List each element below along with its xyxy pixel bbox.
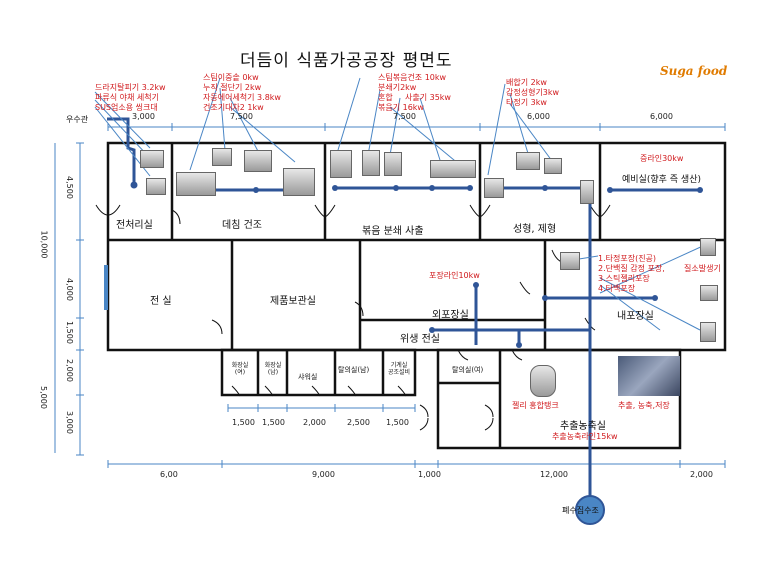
dim-bottom-3: 1,000	[418, 470, 441, 479]
room-front: 전 실	[150, 296, 172, 307]
dim-left-2: 4,000	[64, 278, 74, 301]
room-restroom-m: 화장실 (남)	[264, 362, 282, 376]
dryer-cart	[283, 168, 315, 196]
washer-machine	[146, 178, 166, 195]
dim-top-5: 6,000	[650, 112, 673, 121]
inner-eq-5: 질소발생기	[684, 264, 721, 273]
steam-kettle	[176, 172, 216, 196]
extract-eq-1: 젤리 홍합탱크	[512, 401, 559, 410]
extract-eq-3: 추출농축라인15kw	[552, 432, 618, 441]
blanch-eq-2: 누직 절단기 2kw	[203, 83, 262, 92]
dim-top-3: 7,500	[393, 112, 416, 121]
blanch-eq-3: 자동에어세척기 3.8kw	[203, 93, 281, 102]
dim-bottom-4: 12,000	[540, 470, 568, 479]
room-outer-pack: 외포장실	[432, 310, 469, 321]
page-title: 더듬이 식품가공공장 평면도	[240, 51, 453, 71]
dim-mid-5: 1,500	[386, 418, 409, 427]
wastewater-tank	[575, 495, 605, 525]
room-machine: 기계실 공조설비	[387, 362, 411, 376]
prep-machine	[580, 180, 594, 204]
dim-bottom-2: 9,000	[312, 470, 335, 479]
air-washer	[244, 150, 272, 172]
forming-eq-3: 타정기 3kw	[506, 98, 547, 107]
room-blanch-dry: 데침 건조	[222, 220, 262, 231]
extract-eq-2: 추출, 농축,저장	[618, 401, 670, 410]
dim-left-total-1: 10,000	[39, 230, 49, 259]
roast-eq-1: 스팀볶음건조 10kw	[378, 73, 447, 82]
blender	[484, 178, 504, 198]
forming-eq-2: 감정성형기3kw	[506, 88, 560, 97]
dim-top-2: 7,500	[230, 112, 253, 121]
room-shower: 샤워실	[298, 373, 318, 381]
dim-mid-3: 2,000	[303, 418, 326, 427]
room-extract: 추출농축실	[560, 421, 606, 432]
room-locker-f: 탈의실(여)	[452, 366, 484, 374]
dim-bottom-5: 2,000	[690, 470, 713, 479]
extraction-photo	[618, 356, 680, 396]
dim-left-3: 1,500	[64, 321, 74, 344]
inner-eq-3: 3.스틱젤리포장	[598, 274, 650, 283]
dim-left-total-2: 5,000	[38, 386, 48, 409]
room-roast-grind: 볶음 분쇄 사출	[362, 226, 424, 237]
prep-eq-1: 드라지탈피기 3.2kw	[95, 83, 166, 92]
tablet-press	[544, 158, 562, 174]
wastewater-label: 폐수집수조	[562, 506, 599, 515]
dim-mid-1: 1,500	[232, 418, 255, 427]
room-sanitary: 위생 전실	[400, 334, 440, 345]
dim-top-1: 3,000	[132, 112, 155, 121]
pipe-nodes	[130, 181, 703, 348]
peeler-machine	[140, 150, 164, 168]
room-forming: 성형, 제형	[513, 224, 557, 235]
nitrogen-generator	[700, 238, 716, 256]
roast-eq-2: 분쇄기2kw	[378, 83, 417, 92]
inner-eq-1: 1.타정포장(진공)	[598, 254, 657, 263]
forming-eq-1: 배합기 2kw	[506, 78, 547, 87]
extruder	[430, 160, 476, 178]
pack-machine-b	[700, 322, 716, 342]
room-locker-m: 탈의실(남)	[338, 366, 370, 374]
cutter-machine	[212, 148, 232, 166]
blanch-eq-1: 스팀이중솥 0kw	[203, 73, 259, 82]
forming-machine	[516, 152, 540, 170]
walls	[106, 141, 727, 450]
dim-left-4: 2,000	[64, 359, 74, 382]
rainwater-label: 우수관	[66, 115, 89, 124]
inner-eq-2: 2.단백질 감정 포장,	[598, 264, 665, 273]
mixer	[384, 152, 402, 176]
inner-eq-4: 4.타백포장	[598, 284, 636, 293]
prep-eq-2: 파류식 야채 세척기	[95, 93, 159, 102]
room-prep-room: 예비실(향후 즉 생산)	[622, 175, 701, 185]
room-inner-pack: 내포장실	[617, 311, 654, 322]
dimension-lines	[54, 123, 726, 468]
room-restroom-f: 화장실 (여)	[231, 362, 249, 376]
dim-bottom-1: 6,00	[160, 470, 178, 479]
roast-eq-4: 사출기 35kw	[405, 93, 451, 102]
pack-line-label: 포장라인10kw	[429, 271, 480, 280]
brand-logo: Suga food	[660, 64, 728, 78]
vacuum-packer	[560, 252, 580, 270]
prep-eq-3: SUS업소용 씽크대	[95, 103, 158, 112]
roast-eq-5: 볶음기 16kw	[378, 103, 424, 112]
pack-machine-a	[700, 285, 718, 301]
dim-mid-4: 2,500	[347, 418, 370, 427]
dim-left-5: 3,000	[64, 411, 74, 434]
jelly-tank	[530, 365, 556, 397]
dim-mid-2: 1,500	[262, 418, 285, 427]
grinder	[362, 150, 380, 176]
roaster-dryer	[330, 150, 352, 178]
dim-left-1: 4,500	[64, 176, 74, 199]
room-product-storage: 제품보관실	[270, 296, 316, 307]
room-prep: 전처리실	[116, 220, 153, 231]
prep-room-eq: 증라인30kw	[640, 154, 684, 163]
dim-top-4: 6,000	[527, 112, 550, 121]
roast-eq-3: 혼합	[378, 93, 393, 102]
blanch-eq-4: 건조기대차2 1kw	[203, 103, 264, 112]
